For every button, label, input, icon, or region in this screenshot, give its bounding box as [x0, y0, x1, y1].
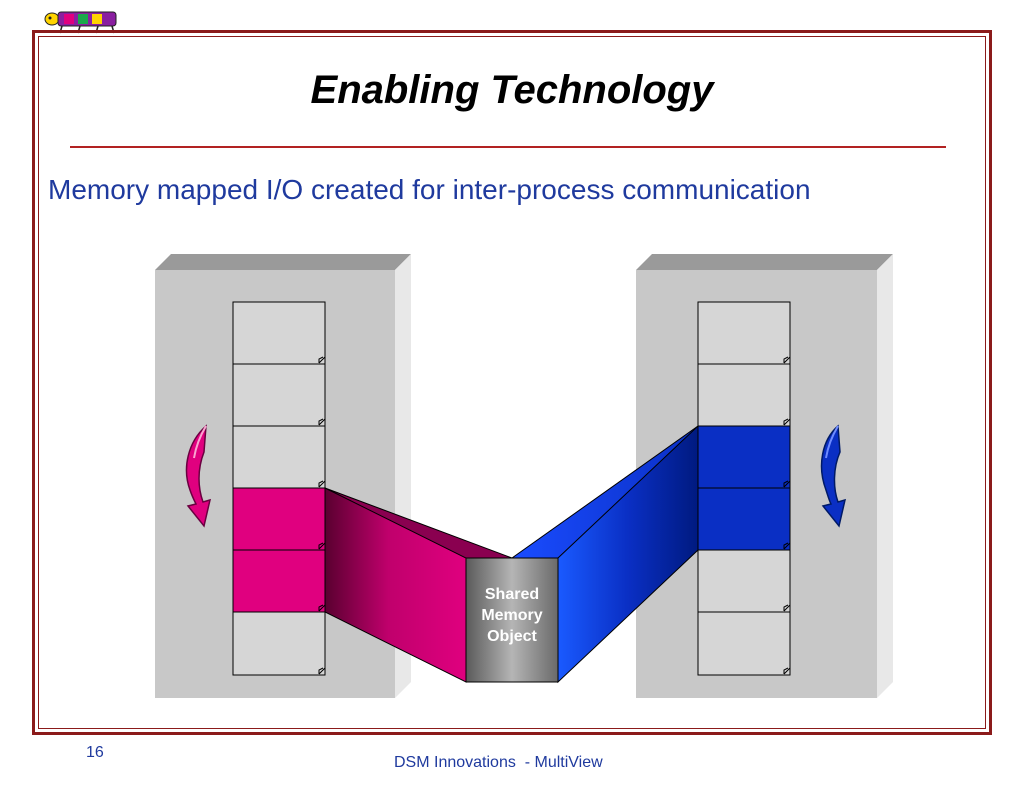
shared-memory-label-line-1: Shared: [485, 586, 539, 603]
left-page-corner-marks: [318, 356, 326, 675]
right-page-stack: [697, 301, 791, 676]
right-page-corner-marks: [783, 356, 791, 675]
title-divider: [70, 146, 946, 148]
left-page: [232, 363, 326, 427]
right-page: [697, 611, 791, 676]
right-page: [697, 363, 791, 427]
left-page-mapped: [232, 549, 326, 613]
right-mapping-band: [510, 424, 699, 684]
slide-footer: DSM Innovations - MultiView: [394, 754, 603, 771]
left-page: [232, 301, 326, 365]
circular-arrow-icon: [820, 424, 847, 528]
slide-frame: [32, 30, 992, 735]
right-page-mapped: [697, 425, 791, 489]
shared-memory-object: Shared Memory Object: [465, 557, 559, 683]
right-page: [697, 549, 791, 613]
left-mapping-band: [324, 487, 513, 683]
right-page-mapped: [697, 487, 791, 551]
left-page: [232, 425, 326, 489]
slide-title: Enabling Technology: [310, 68, 714, 112]
left-page: [232, 611, 326, 676]
left-page-mapped: [232, 487, 326, 551]
page-number: 16: [86, 744, 104, 761]
left-page-stack: [232, 301, 326, 676]
right-page: [697, 301, 791, 365]
slide-frame-inner: [38, 36, 986, 729]
circular-arrow-icon: [185, 424, 212, 528]
slide-subtitle: Memory mapped I/O created for inter-proc…: [48, 174, 811, 205]
shared-memory-label-line-3: Object: [487, 628, 537, 645]
shared-memory-label-line-2: Memory: [481, 607, 542, 624]
